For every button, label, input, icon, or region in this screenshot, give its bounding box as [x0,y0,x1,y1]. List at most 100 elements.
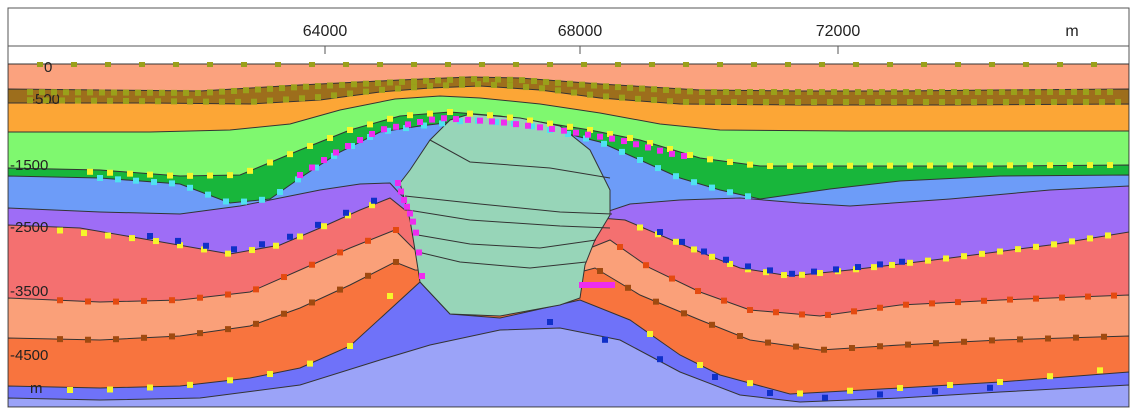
olive-marker [603,93,609,100]
yellow-marker [387,115,393,122]
olive-marker [399,78,405,85]
magenta-marker [513,121,519,128]
olive-marker [513,62,519,67]
navy-marker [679,238,685,245]
olive-marker [63,89,69,96]
olive-marker [651,97,657,104]
olive-marker [519,77,525,84]
depth-label: -4500 [10,347,48,364]
red-orange-marker [57,297,63,304]
olive-marker [411,62,417,67]
magenta-marker [669,150,675,157]
cyan-marker [529,123,535,130]
red-orange-marker [825,311,831,318]
olive-marker [207,89,213,96]
olive-marker [539,85,545,92]
cyan-marker [403,125,409,132]
olive-marker [999,89,1005,95]
brown-marker [141,334,147,341]
yellow-marker [907,259,913,266]
cyan-marker [673,173,679,180]
navy-marker [175,237,181,244]
cyan-marker [457,118,463,125]
magenta-marker [401,197,407,203]
navy-marker [547,319,553,325]
yellow-marker [781,272,787,279]
olive-marker [159,89,165,96]
navy-marker [822,394,828,401]
magenta-marker [453,116,459,123]
brown-marker [85,336,91,343]
olive-marker [37,62,43,67]
yellow-marker [961,253,967,260]
yellow-marker [127,170,133,177]
yellow-marker [347,343,353,349]
brown-marker [877,343,883,350]
yellow-marker [799,271,805,278]
cyan-marker [331,152,337,159]
brown-marker [989,337,995,344]
olive-marker [923,99,929,105]
yellow-marker [227,172,233,179]
navy-marker [231,246,237,253]
magenta-marker [416,249,422,256]
yellow-marker [925,257,931,264]
yellow-marker [697,362,703,368]
olive-marker [555,79,561,86]
olive-marker [699,89,705,95]
olive-marker [51,89,57,96]
olive-marker [495,76,501,83]
cyan-marker [493,119,499,126]
cyan-marker [223,198,229,205]
olive-marker [975,89,981,95]
yellow-marker [1069,238,1075,245]
red-orange-marker [643,262,649,269]
yellow-marker [709,253,715,260]
red-orange-marker [773,309,779,316]
navy-marker [343,209,349,216]
olive-marker [459,81,465,88]
brown-marker [57,336,63,343]
olive-marker [867,89,873,95]
olive-marker [483,76,489,83]
red-orange-marker [929,300,935,307]
olive-marker [955,99,961,105]
olive-marker [547,62,553,67]
cyan-marker [277,189,283,195]
olive-marker [507,83,513,89]
olive-marker [491,81,497,88]
red-orange-marker [669,275,675,282]
olive-marker [459,76,465,83]
olive-marker [715,99,721,105]
yellow-marker [1007,162,1013,169]
olive-marker [123,89,129,96]
navy-marker [833,266,839,273]
olive-marker [1003,99,1009,105]
brown-marker [961,338,967,345]
olive-marker [207,62,213,67]
yellow-marker [787,162,793,169]
cyan-marker [187,184,193,191]
olive-marker [443,82,449,89]
layer-base-blue [8,327,1129,407]
olive-marker [123,97,129,104]
olive-marker [411,78,417,85]
olive-marker [139,62,145,67]
yellow-marker [153,238,159,245]
red-orange-marker [337,249,343,256]
cyan-marker [601,140,607,147]
red-orange-marker [695,288,701,295]
brown-marker [1073,334,1079,341]
olive-marker [299,95,305,102]
magenta-marker [537,124,543,131]
brown-marker [793,343,799,350]
olive-marker [75,89,81,96]
olive-marker [395,85,401,92]
olive-marker [831,89,837,95]
magenta-marker [321,157,327,163]
yellow-marker [927,162,933,169]
red-orange-marker [851,308,857,315]
yellow-marker [427,110,433,117]
olive-marker [363,88,369,95]
olive-marker [173,62,179,67]
